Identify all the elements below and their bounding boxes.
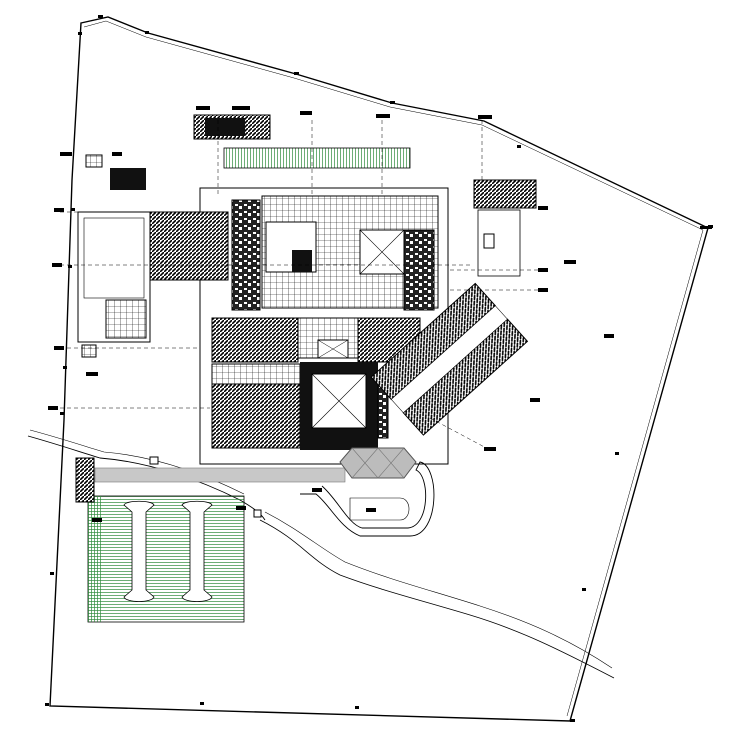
main-building [149,187,449,465]
annotation-tags [48,106,712,522]
east-annex-core [483,233,495,249]
north-canopy [223,147,411,169]
gen-room [110,168,146,190]
ravine-line [259,519,615,679]
covered-walkway [94,467,346,483]
parking-lot-south [87,495,245,623]
drop-off-island [349,497,410,521]
ravine-line-2 [264,511,613,669]
entrance-canopy-lines [351,447,405,479]
east-annex [473,179,537,209]
gen-room-small [85,154,103,168]
drop-off-loop [300,461,435,537]
grid-reference-lines [60,120,548,451]
guard-house [75,457,95,503]
gate-marker-2 [253,509,262,518]
diagonal-wing [370,282,529,436]
gate-marker [149,456,159,465]
west-small-box [81,344,97,358]
east-annex-wing [477,209,521,277]
entrance-canopy [339,447,417,479]
north-block-label [205,118,245,136]
west-stair [105,299,147,339]
west-court [83,217,145,299]
site-boundary [49,16,709,722]
site-boundary-inner [83,20,704,717]
